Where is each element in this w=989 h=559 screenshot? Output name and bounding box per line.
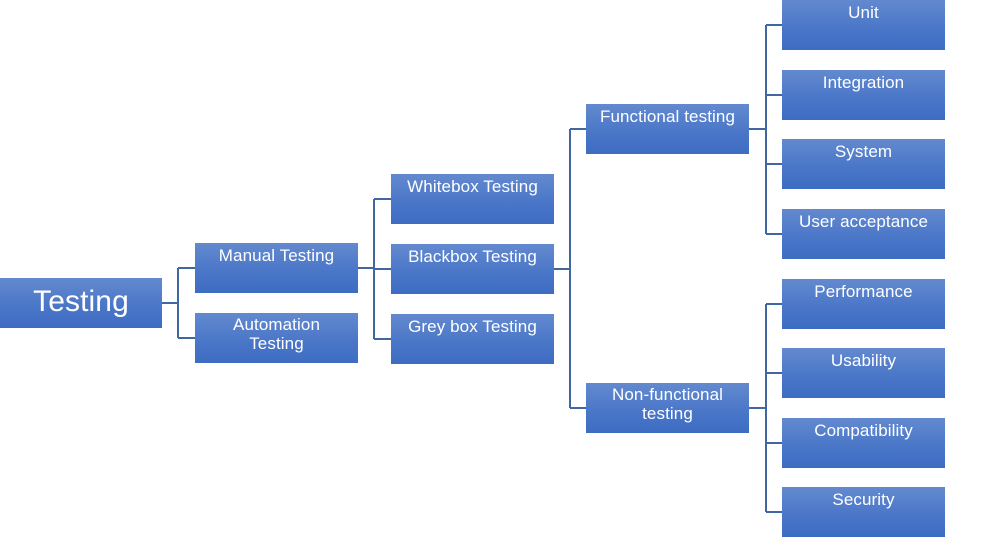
node-performance[interactable]: Performance: [782, 279, 945, 329]
node-automation-testing[interactable]: Automation Testing: [195, 313, 358, 363]
node-non-functional-testing[interactable]: Non-functional testing: [586, 383, 749, 433]
node-grey-box-testing[interactable]: Grey box Testing: [391, 314, 554, 364]
node-functional-testing[interactable]: Functional testing: [586, 104, 749, 154]
node-usability[interactable]: Usability: [782, 348, 945, 398]
node-user-acceptance[interactable]: User acceptance: [782, 209, 945, 259]
node-manual-testing[interactable]: Manual Testing: [195, 243, 358, 293]
node-whitebox-testing[interactable]: Whitebox Testing: [391, 174, 554, 224]
node-blackbox-testing[interactable]: Blackbox Testing: [391, 244, 554, 294]
node-testing-root[interactable]: Testing: [0, 278, 162, 328]
node-system[interactable]: System: [782, 139, 945, 189]
node-integration[interactable]: Integration: [782, 70, 945, 120]
node-compatibility[interactable]: Compatibility: [782, 418, 945, 468]
node-unit[interactable]: Unit: [782, 0, 945, 50]
node-security[interactable]: Security: [782, 487, 945, 537]
